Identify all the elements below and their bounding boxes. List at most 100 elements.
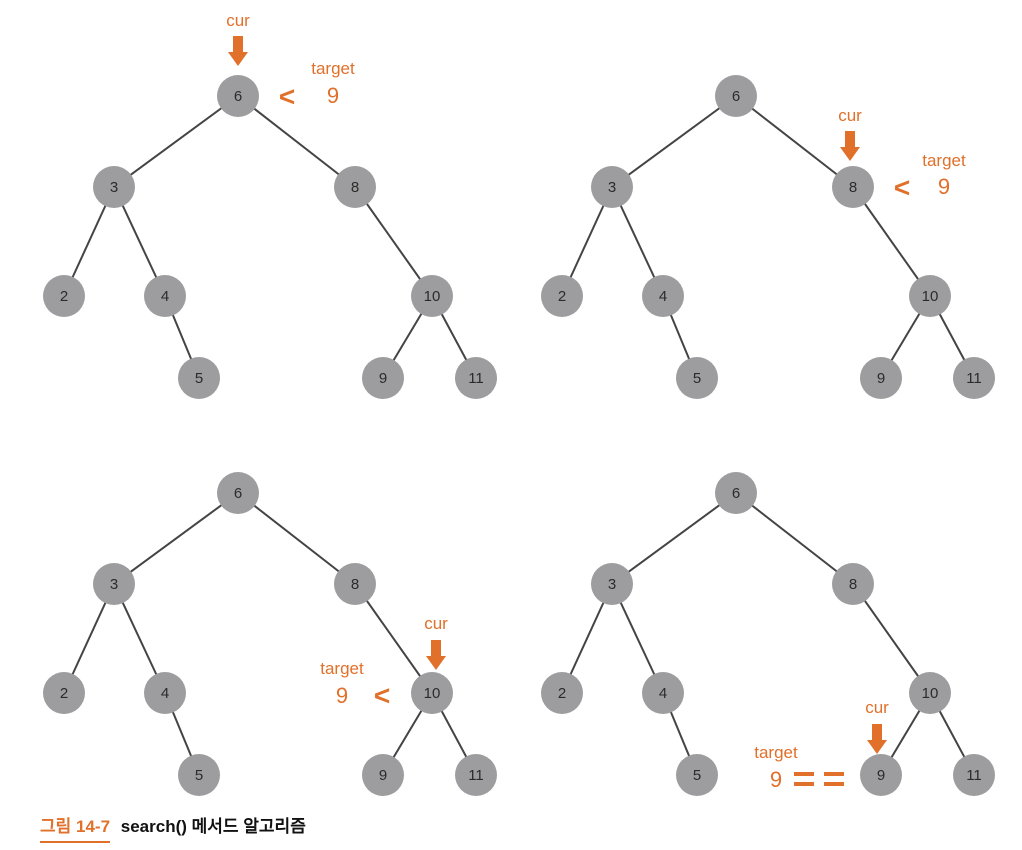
node-circle — [715, 75, 757, 117]
cur-label: cur — [424, 614, 448, 633]
node-label: 9 — [379, 370, 387, 387]
tree-node-8: 8 — [832, 166, 874, 208]
node-label: 2 — [60, 685, 68, 702]
node-circle — [591, 166, 633, 208]
target-label: target — [922, 151, 966, 170]
tree-node-9: 9 — [860, 357, 902, 399]
node-label: 6 — [234, 485, 242, 502]
node-label: 3 — [110, 179, 118, 196]
node-label: 10 — [424, 685, 441, 702]
node-circle — [217, 472, 259, 514]
node-label: 4 — [161, 685, 169, 702]
node-circle — [334, 166, 376, 208]
node-label: 11 — [966, 767, 982, 784]
figure-caption: 그림 14-7 search() 메서드 알고리즘 — [40, 812, 306, 843]
node-circle — [455, 357, 497, 399]
tree-node-2: 2 — [43, 672, 85, 714]
node-circle — [909, 672, 951, 714]
tree-node-6: 6 — [715, 75, 757, 117]
comparison-less-than: < — [279, 81, 295, 112]
edge-6-3 — [113, 492, 239, 585]
node-circle — [455, 754, 497, 796]
node-circle — [93, 563, 135, 605]
node-label: 10 — [922, 685, 939, 702]
tree-node-8: 8 — [832, 563, 874, 605]
node-circle — [178, 357, 220, 399]
tree-node-9: 9 — [362, 754, 404, 796]
node-circle — [541, 672, 583, 714]
node-circle — [642, 275, 684, 317]
tree-node-3: 3 — [591, 166, 633, 208]
node-circle — [591, 563, 633, 605]
node-circle — [860, 754, 902, 796]
target-label: target — [754, 743, 798, 762]
edge-6-3 — [611, 95, 737, 188]
node-label: 9 — [877, 767, 885, 784]
node-label: 9 — [877, 370, 885, 387]
node-circle — [832, 166, 874, 208]
tree-node-10: 10 — [411, 275, 453, 317]
tree-node-5: 5 — [676, 754, 718, 796]
node-circle — [93, 166, 135, 208]
target-value: 9 — [938, 174, 950, 199]
node-label: 4 — [161, 288, 169, 305]
cur-label: cur — [865, 698, 889, 717]
node-label: 6 — [732, 485, 740, 502]
node-circle — [715, 472, 757, 514]
edge-8-10 — [852, 186, 931, 297]
node-circle — [144, 275, 186, 317]
edge-8-10 — [354, 186, 433, 297]
edge-6-8 — [237, 492, 356, 585]
node-circle — [362, 754, 404, 796]
node-circle — [676, 754, 718, 796]
target-label: target — [311, 59, 355, 78]
tree-node-11: 11 — [455, 754, 497, 796]
comparison-less-than: < — [894, 172, 910, 203]
node-label: 3 — [110, 576, 118, 593]
node-circle — [334, 563, 376, 605]
tree-node-8: 8 — [334, 166, 376, 208]
tree-node-4: 4 — [642, 275, 684, 317]
node-label: 8 — [849, 576, 857, 593]
target-value: 9 — [327, 83, 339, 108]
edge-8-10 — [354, 583, 433, 694]
tree-node-5: 5 — [178, 754, 220, 796]
cur-arrow-icon — [426, 640, 446, 670]
node-label: 2 — [558, 685, 566, 702]
node-label: 11 — [468, 370, 484, 387]
node-label: 3 — [608, 576, 616, 593]
cur-arrow-icon — [840, 131, 860, 161]
node-label: 8 — [351, 576, 359, 593]
tree-node-6: 6 — [715, 472, 757, 514]
tree-node-4: 4 — [144, 275, 186, 317]
node-label: 10 — [424, 288, 441, 305]
figure-number: 그림 14-7 — [40, 812, 111, 843]
node-label: 8 — [351, 179, 359, 196]
node-circle — [144, 672, 186, 714]
figure-title: search() 메서드 알고리즘 — [120, 817, 306, 836]
target-label: target — [320, 659, 364, 678]
tree-node-9: 9 — [860, 754, 902, 796]
node-circle — [642, 672, 684, 714]
tree-node-6: 6 — [217, 75, 259, 117]
node-label: 6 — [732, 88, 740, 105]
node-label: 3 — [608, 179, 616, 196]
node-circle — [178, 754, 220, 796]
tree-node-11: 11 — [455, 357, 497, 399]
tree-node-4: 4 — [642, 672, 684, 714]
tree-node-2: 2 — [43, 275, 85, 317]
tree-node-10: 10 — [411, 672, 453, 714]
node-label: 2 — [60, 288, 68, 305]
node-circle — [541, 275, 583, 317]
tree-node-3: 3 — [591, 563, 633, 605]
target-value: 9 — [336, 683, 348, 708]
tree-node-8: 8 — [334, 563, 376, 605]
node-label: 4 — [659, 288, 667, 305]
node-circle — [411, 275, 453, 317]
